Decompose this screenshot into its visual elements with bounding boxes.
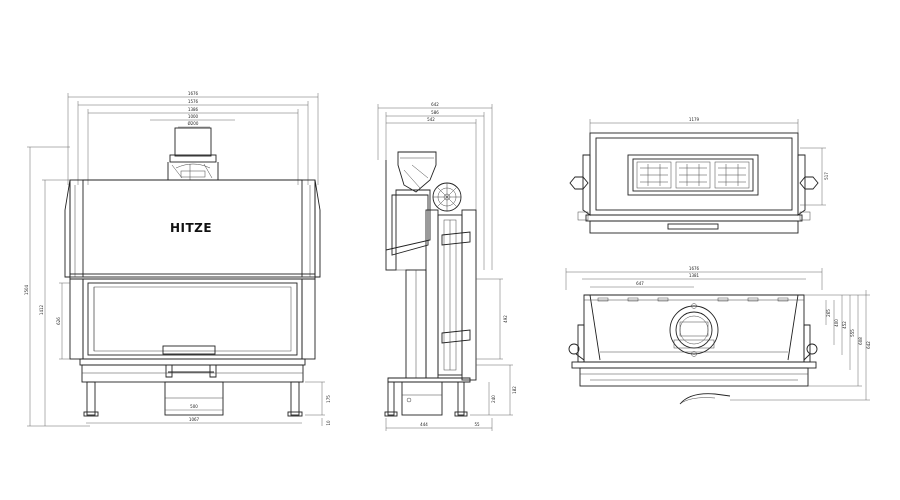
front-width-dim-4: 1000 — [188, 114, 199, 119]
side-top-dim-3: 542 — [427, 117, 435, 122]
top-view: 1179 — [569, 117, 829, 234]
front-width-dim-3: 1386 — [188, 107, 199, 112]
front-leg-dim-1: 175 — [326, 395, 331, 403]
front-height-dim-2: 1412 — [39, 304, 44, 315]
front-width-dim-2: 1576 — [188, 99, 199, 104]
side-view: 642 586 542 — [377, 102, 517, 431]
top-depth-dim: 517 — [824, 172, 829, 180]
front-view: 1676 1576 1386 1000 Ø200 HITZE — [24, 91, 331, 427]
flue-diameter-dim: Ø200 — [188, 121, 199, 126]
plan-view: 1676 1381 647 — [565, 266, 871, 405]
front-bottom-dim-2: 1067 — [189, 417, 200, 422]
plan-right-dim-5: 608 — [858, 337, 863, 345]
plan-right-dim-2: 400 — [834, 319, 839, 327]
plan-right-dim-6: 642 — [866, 341, 871, 349]
side-top-dim-1: 642 — [431, 102, 439, 107]
side-right-dim-3: 182 — [512, 386, 517, 394]
plan-right-dim-4: 555 — [850, 329, 855, 337]
side-right-dim-1: 492 — [503, 315, 508, 323]
plan-width-dim-1: 1676 — [689, 266, 700, 271]
front-bottom-dim-1: 500 — [190, 404, 198, 409]
plan-right-dim-1: 265 — [826, 309, 831, 317]
front-height-dim-1: 1504 — [24, 284, 29, 295]
brand-logo: HITZE — [170, 221, 212, 235]
top-width-dim: 1179 — [689, 117, 700, 122]
front-width-dim-1: 1676 — [188, 91, 199, 96]
plan-right-dim-3: 452 — [842, 321, 847, 329]
side-bottom-dim-1: 444 — [420, 422, 428, 427]
side-right-dim-2: 240 — [491, 395, 496, 403]
side-bottom-dim-2: 55 — [474, 422, 480, 427]
front-leg-dim-2: 10 — [326, 420, 331, 426]
side-top-dim-2: 586 — [431, 110, 439, 115]
front-height-dim-3: 626 — [56, 317, 61, 325]
plan-left-dim: 647 — [636, 281, 644, 286]
plan-width-dim-2: 1381 — [689, 273, 700, 278]
